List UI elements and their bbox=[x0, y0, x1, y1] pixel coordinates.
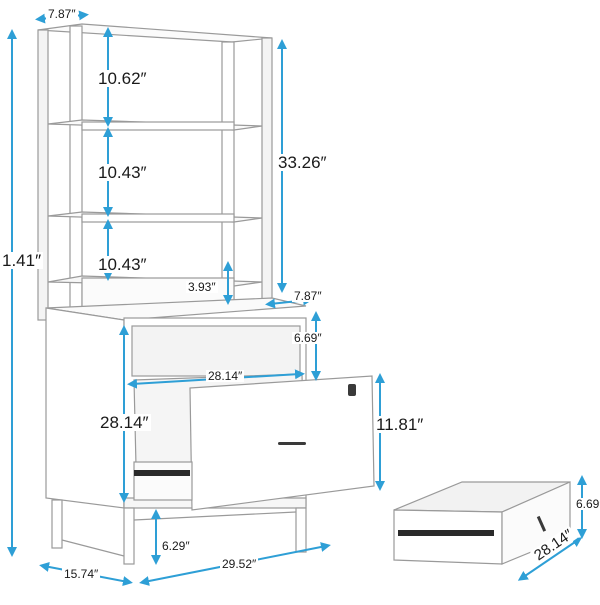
dimension-base-depth: 15.74″ bbox=[62, 567, 101, 581]
dimension-cabinet-height: 28.14″ bbox=[98, 413, 151, 432]
dimension-shelf-3: 10.43″ bbox=[96, 255, 149, 274]
bookshelf-unit bbox=[37, 23, 273, 327]
drawer-slide-rail bbox=[134, 470, 190, 476]
separate-drawer bbox=[393, 481, 571, 565]
dimension-upper-height: 33.26″ bbox=[276, 153, 329, 172]
dimension-shelf-1: 10.62″ bbox=[96, 69, 149, 88]
arrow-drawer-width bbox=[517, 537, 583, 581]
dimension-cabinet-inner-width: 28.14″ bbox=[206, 369, 245, 383]
dimension-overall-height: 1.41″ bbox=[0, 251, 44, 270]
open-drawer bbox=[133, 373, 375, 511]
dimension-shelf-2: 10.43″ bbox=[96, 163, 149, 182]
drawer-slide-rail bbox=[398, 530, 494, 536]
dimension-drawer-height: 6.69″ bbox=[574, 498, 600, 510]
drawer-handle bbox=[536, 515, 547, 532]
drawer-handle bbox=[278, 442, 306, 445]
dimension-cubby-height: 6.69″ bbox=[292, 331, 324, 345]
dimension-drawer-front-height: 11.81″ bbox=[374, 415, 426, 434]
dimension-top-depth: 7.87″ bbox=[46, 7, 78, 21]
lock-icon bbox=[348, 384, 356, 396]
dimension-leg-clearance: 6.29″ bbox=[160, 539, 192, 553]
dimension-cubby-depth: 7.87″ bbox=[292, 289, 324, 303]
dimension-base-width: 29.52″ bbox=[220, 557, 259, 571]
dimension-backboard-height: 3.93″ bbox=[186, 280, 218, 294]
